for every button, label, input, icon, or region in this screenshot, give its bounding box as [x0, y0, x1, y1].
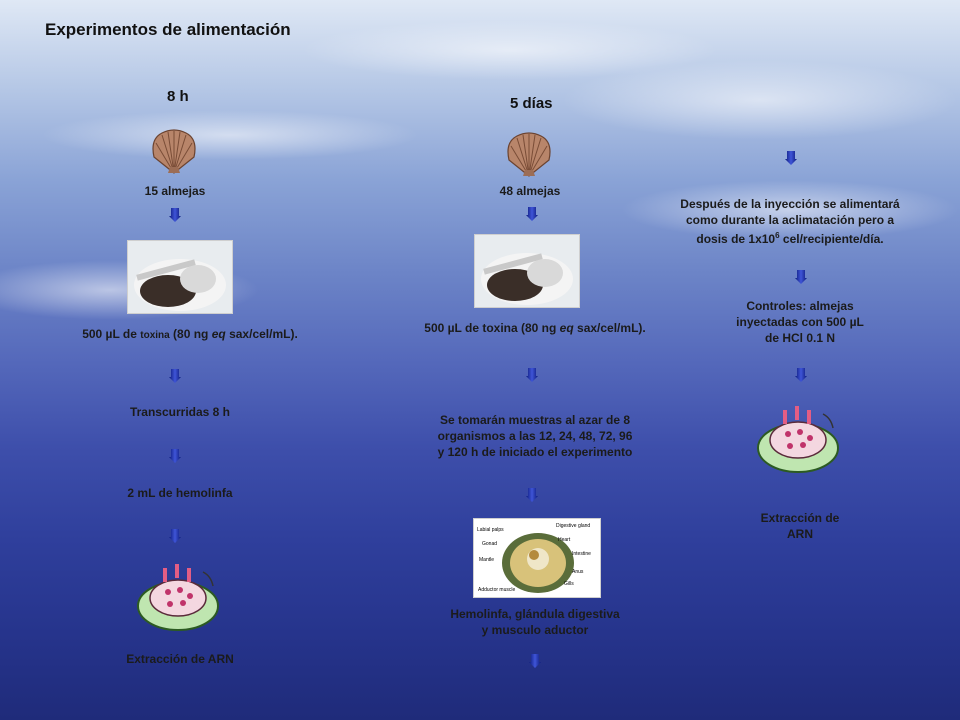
down-arrow-icon: [169, 208, 181, 222]
down-arrow-icon: [169, 449, 181, 463]
col1-elapsed: Transcurridas 8 h: [129, 405, 231, 419]
down-arrow-icon: [529, 654, 541, 668]
svg-text:Anus: Anus: [572, 569, 584, 575]
col1-heading: 8 h: [167, 88, 189, 105]
down-arrow-icon: [526, 488, 538, 502]
down-arrow-icon: [795, 270, 807, 284]
down-arrow-icon: [526, 207, 538, 221]
col1-dose: 500 µL de toxina (80 ng eq sax/cel/mL).: [82, 327, 298, 341]
down-arrow-icon: [169, 369, 181, 383]
svg-text:Labial palps: Labial palps: [477, 527, 504, 533]
svg-text:Heart: Heart: [558, 537, 571, 543]
svg-text:Intestine: Intestine: [572, 551, 591, 557]
svg-text:Gonad: Gonad: [482, 541, 497, 547]
scallop-icon: [507, 132, 551, 177]
col1-count: 15 almejas: [144, 184, 206, 198]
col2-heading: 5 días: [510, 95, 553, 112]
down-arrow-icon: [169, 529, 181, 543]
svg-text:Mantle: Mantle: [479, 557, 494, 563]
col1-hemolymph: 2 mL de hemolinfa: [127, 486, 233, 500]
rna-extraction-kit-icon: [757, 406, 839, 473]
page-title: Experimentos de alimentación: [45, 20, 291, 39]
rna-extraction-kit-icon: [137, 564, 219, 631]
scallop-anatomy-diagram: Labial palps Gonad Mantle Adductor muscl…: [473, 518, 601, 598]
svg-text:Gills: Gills: [564, 581, 574, 587]
injection-photo: [474, 234, 580, 308]
col2-dose: 500 µL de toxina (80 ng eq sax/cel/mL).: [424, 321, 646, 335]
down-arrow-icon: [795, 368, 807, 382]
scallop-icon: [152, 129, 196, 174]
col1-extraction: Extracción de ARN: [126, 652, 234, 666]
col2-count: 48 almejas: [499, 184, 561, 198]
svg-text:Digestive gland: Digestive gland: [556, 523, 590, 529]
down-arrow-icon: [526, 368, 538, 382]
svg-text:Adductor muscle: Adductor muscle: [478, 587, 515, 593]
down-arrow-icon: [785, 151, 797, 165]
injection-photo: [127, 240, 233, 314]
